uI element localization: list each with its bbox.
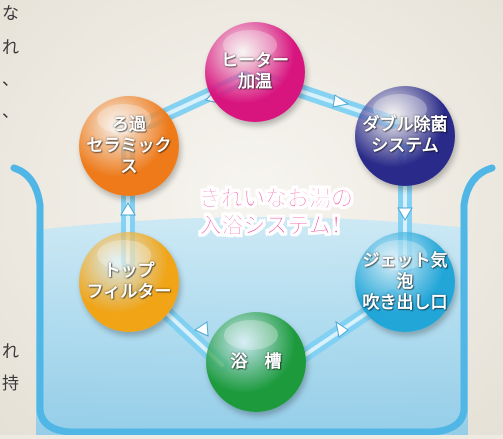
node-label: トップ フィルター — [86, 261, 172, 302]
center-title: きれいなお湯の 入浴システム！ — [166, 186, 386, 240]
center-title-line2: 入浴システム！ — [199, 214, 353, 240]
node-label: ろ過 セラミックス — [86, 114, 172, 177]
node-double-sterilization: ダブル除菌 システム — [355, 86, 455, 186]
node-jet-outlet: ジェット気泡 吹き出し口 — [355, 232, 455, 332]
node-heater: ヒーター 加温 — [205, 22, 305, 122]
tub-outline — [10, 164, 496, 436]
arrow-heater-to-sterilization — [332, 94, 350, 108]
node-label: 浴 槽 — [230, 351, 282, 372]
node-label: ジェット気泡 吹き出し口 — [362, 250, 448, 313]
node-ceramics: ろ過 セラミックス — [79, 96, 179, 196]
node-label: ヒーター 加温 — [221, 51, 289, 92]
node-top-filter: トップ フィルター — [79, 232, 179, 332]
node-label: ダブル除菌 システム — [362, 115, 448, 156]
flow-arrows — [120, 88, 413, 338]
node-bathtub: 浴 槽 — [206, 312, 306, 412]
arrow-jet-to-bathtub — [335, 320, 349, 338]
arrow-filter-to-ceramics — [120, 202, 136, 216]
arrow-sterilization-to-jet — [397, 207, 413, 221]
arrow-bathtub-to-filter — [193, 321, 209, 337]
center-title-line1: きれいなお湯の — [198, 187, 354, 213]
